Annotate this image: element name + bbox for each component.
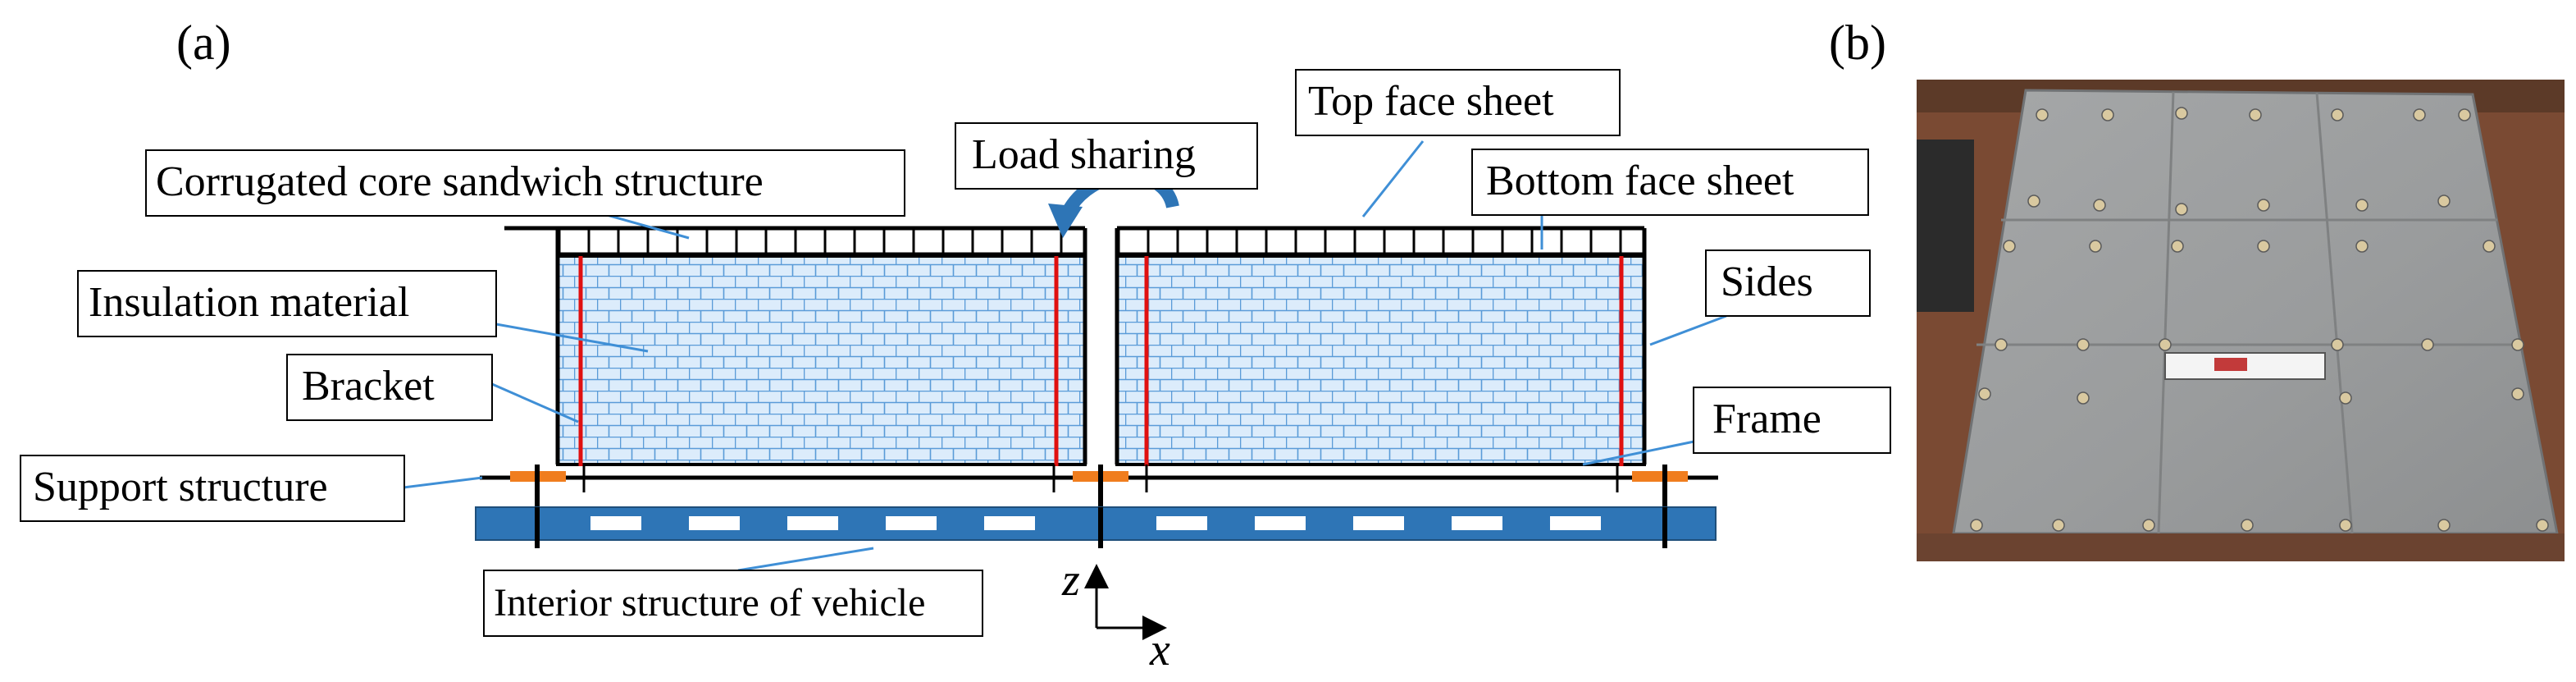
support-structure-box: [20, 455, 405, 522]
bolt: [2077, 391, 2090, 405]
bolt: [2249, 108, 2262, 121]
bolt: [2437, 195, 2451, 208]
bolt: [2483, 240, 2496, 253]
frame-box: [1693, 387, 1891, 454]
panel-b-label: (b): [1829, 16, 1886, 70]
support-structure-label: Support structure: [33, 464, 328, 510]
bolt: [2437, 519, 2451, 532]
bolt: [2101, 108, 2114, 121]
photo-bottom-edge: [1917, 533, 2565, 561]
corrugated-core-webs-right: [1117, 228, 1622, 254]
bolt: [2241, 519, 2254, 532]
bolt: [2142, 519, 2155, 532]
sides-label: Sides: [1721, 259, 1813, 305]
insulation-box: [77, 270, 497, 337]
leader-sides: [1649, 314, 1727, 346]
leader-insulation: [495, 323, 649, 353]
bolt: [2458, 108, 2471, 121]
vehicle-cutout: [984, 516, 1035, 530]
bolt: [2536, 519, 2549, 532]
bolt: [2413, 108, 2426, 121]
vehicle-cutout: [787, 516, 838, 530]
z-axis-label: z: [1061, 555, 1080, 606]
bracket-box: [286, 354, 493, 421]
bolt: [1978, 387, 1991, 401]
vehicle-cutout: [1353, 516, 1404, 530]
leader-frame: [1582, 437, 1711, 466]
x-axis-label: x: [1149, 625, 1170, 675]
top-face-sheet-label: Top face sheet: [1308, 78, 1554, 125]
vehicle-cutout: [1255, 516, 1306, 530]
bottom-face-sheet-box: [1471, 149, 1869, 216]
photo-ruler-logo: [2214, 358, 2247, 371]
corrugated-core-box: [145, 149, 905, 217]
leader-support-structure: [403, 476, 483, 489]
bolt: [2339, 519, 2352, 532]
bottom-face-sheet-label: Bottom face sheet: [1486, 158, 1794, 204]
bolt: [2093, 199, 2106, 212]
top-face-sheet-box: [1295, 69, 1621, 136]
vehicle-structure-beam: [475, 506, 1717, 541]
load-sharing-box: [955, 122, 1258, 190]
bolt: [2077, 338, 2090, 351]
bolt: [2003, 240, 2016, 253]
frame-label: Frame: [1712, 396, 1821, 442]
bolt: [2331, 338, 2344, 351]
leader-top-face-sheet: [1361, 140, 1425, 217]
corrugated-core-webs-left: [558, 228, 1063, 254]
tps-panel-photo: [1917, 80, 2565, 561]
bolt: [2331, 108, 2344, 121]
insulation-block-left: [556, 254, 1087, 466]
bolt: [2355, 199, 2369, 212]
bolt: [2339, 391, 2352, 405]
bolt: [2511, 387, 2524, 401]
vehicle-cutout: [886, 516, 937, 530]
vehicle-cutout: [1550, 516, 1601, 530]
sides-box: [1705, 249, 1871, 317]
bracket-label: Bracket: [302, 363, 435, 410]
interior-structure-box: [483, 570, 983, 637]
bolt: [2511, 338, 2524, 351]
vehicle-cutout: [590, 516, 641, 530]
bolt: [2257, 199, 2270, 212]
bolt: [2171, 240, 2184, 253]
insulation-block-right: [1115, 254, 1646, 466]
photo-ruler: [2164, 352, 2326, 380]
vehicle-cutout: [689, 516, 740, 530]
load-sharing-label: Load sharing: [972, 131, 1196, 178]
panel-a-label: (a): [176, 16, 231, 70]
corrugated-core-label: Corrugated core sandwich structure: [156, 158, 764, 205]
vehicle-structure-cutouts: [590, 516, 1601, 530]
insulation-label: Insulation material: [89, 279, 409, 326]
photo-panel-surface: [1952, 89, 2559, 535]
bolt: [2159, 338, 2172, 351]
bolt: [2175, 203, 2188, 216]
leader-interior-structure: [737, 547, 874, 572]
bolt: [1995, 338, 2008, 351]
photo-dark-object: [1917, 140, 1974, 312]
photo-bolts: [1970, 107, 2549, 532]
bolt: [2027, 195, 2040, 208]
bolt: [1970, 519, 1983, 532]
vehicle-cutout: [1156, 516, 1207, 530]
bolt: [2089, 240, 2102, 253]
bolt: [2175, 107, 2188, 120]
bolt: [2421, 338, 2434, 351]
curved-arrow-head: [1048, 204, 1083, 238]
support-pad-3: [1632, 471, 1688, 482]
bolt: [2052, 519, 2065, 532]
leader-bracket: [491, 382, 579, 423]
leader-corrugated-core: [606, 213, 690, 240]
vehicle-cutout: [1452, 516, 1502, 530]
bolt: [2355, 240, 2369, 253]
bolt: [2036, 108, 2049, 121]
interior-structure-label: Interior structure of vehicle: [494, 581, 925, 625]
bolt: [2257, 240, 2270, 253]
